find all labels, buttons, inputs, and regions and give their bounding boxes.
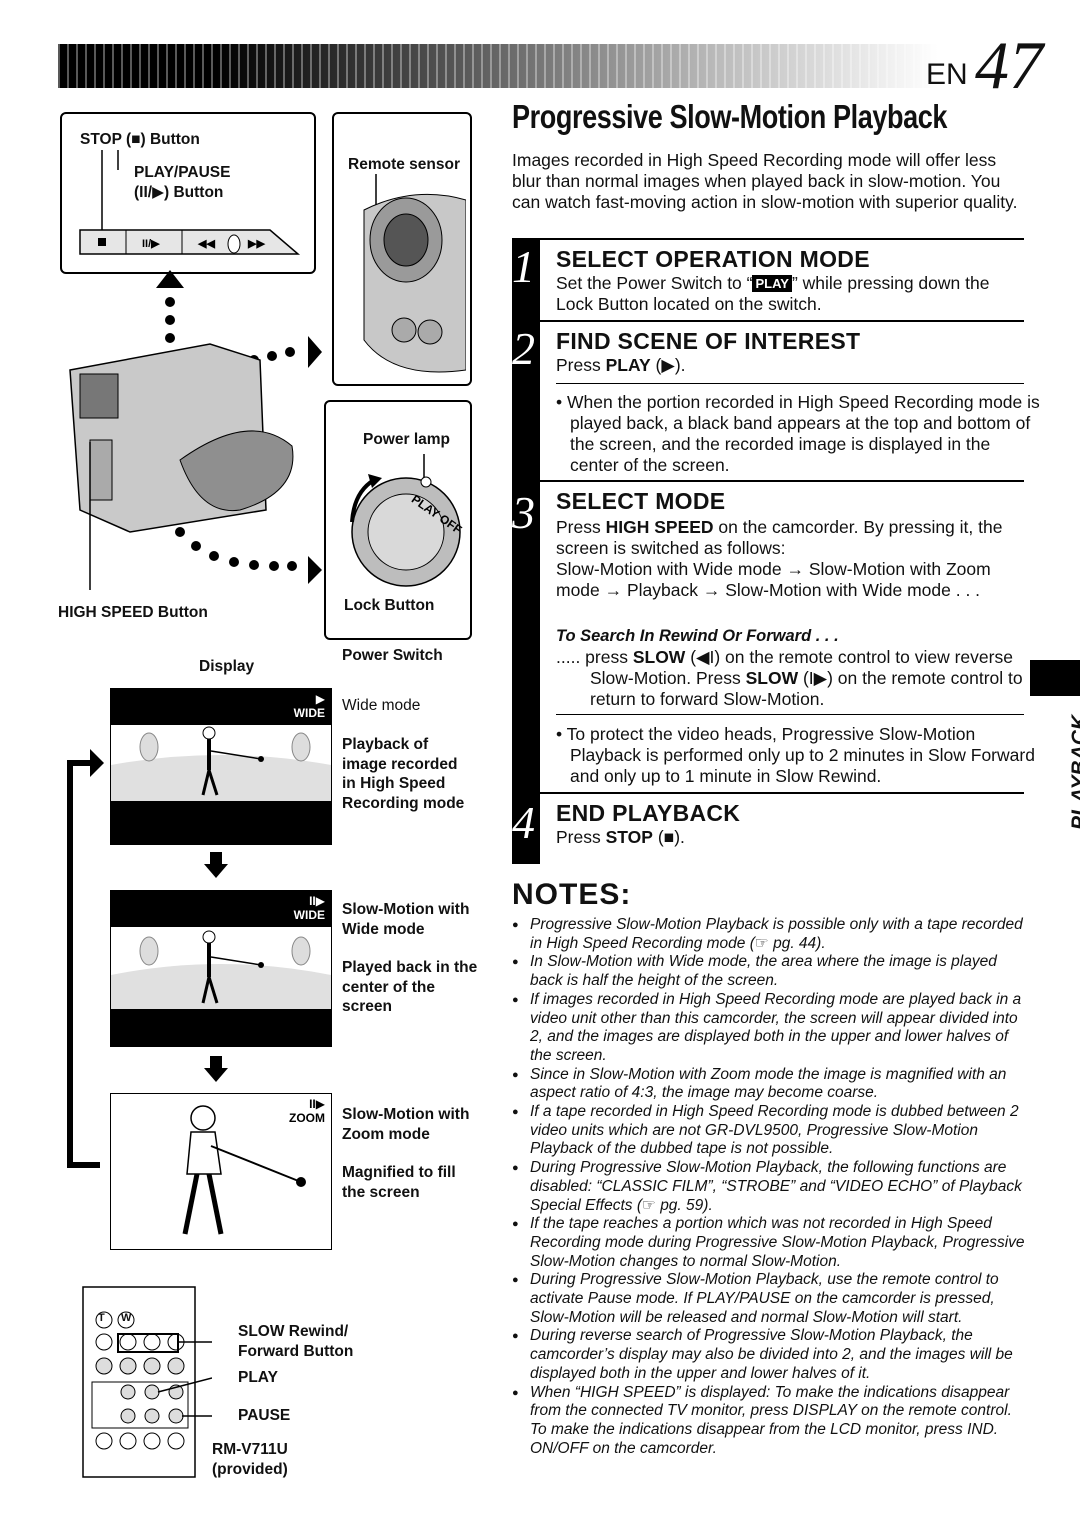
- step-subheading: To Search In Rewind Or Forward . . .: [556, 627, 839, 645]
- display-screen-slow-zoom: II▶ZOOM: [110, 1093, 332, 1250]
- note-item: In Slow-Motion with Wide mode, the area …: [512, 953, 1027, 990]
- step-text: Press HIGH SPEED on the camcorder. By pr…: [556, 517, 1003, 558]
- page-title: Progressive Slow-Motion Playback: [512, 98, 948, 135]
- up-arrow-icon: [156, 270, 184, 288]
- header-stripes: [58, 44, 938, 88]
- search-instructions: ..... press SLOW (◀I) on the remote cont…: [556, 647, 1023, 709]
- screen-caption-1: Playback of image recorded in High Speed…: [342, 736, 465, 812]
- step-heading: SELECT OPERATION MODE: [556, 246, 870, 272]
- section-tab-block: [1030, 660, 1080, 696]
- note-item: Since in Slow-Motion with Zoom mode the …: [512, 1066, 1027, 1103]
- step-number: 4: [512, 797, 535, 848]
- camcorder-lens-illustration: [363, 174, 466, 373]
- power-switch-callout: [324, 400, 472, 640]
- down-arrow-icon: [204, 1056, 228, 1082]
- mode-sequence: Slow-Motion with Wide mode → Slow-Motion…: [556, 559, 991, 600]
- screen-label-2: Slow-Motion with Wide mode: [342, 901, 470, 938]
- step-divider: [540, 320, 1024, 322]
- note-item: If a tape recorded in High Speed Recordi…: [512, 1103, 1027, 1159]
- button-panel-callout: [60, 112, 316, 274]
- note-item: Progressive Slow-Motion Playback is poss…: [512, 916, 1027, 953]
- screen-tag: II▶WIDE: [293, 894, 325, 922]
- step-text: Press PLAY (▶).: [556, 355, 686, 375]
- remote-sensor-label: Remote sensor: [348, 156, 460, 173]
- play-button-label: PLAY: [238, 1369, 278, 1386]
- screen-tag: II▶ZOOM: [289, 1097, 325, 1125]
- right-arrow-icon: [308, 556, 322, 584]
- slow-button-label: SLOW Rewind/ Forward Button: [238, 1323, 354, 1360]
- power-switch-label: Power Switch: [342, 647, 443, 664]
- remote-t-button: T: [98, 1312, 105, 1324]
- display-screen-wide: ▶WIDE: [110, 688, 332, 845]
- play-icon: ▶: [315, 692, 325, 706]
- page-number: 47: [975, 27, 1043, 103]
- header-gradient-bar: [58, 44, 938, 88]
- note-item: If images recorded in High Speed Recordi…: [512, 991, 1027, 1066]
- screen-label-3: Slow-Motion with Zoom mode: [342, 1106, 470, 1143]
- screen-caption-3: Magnified to fill the screen: [342, 1164, 456, 1201]
- divider: [556, 383, 1024, 384]
- pause-button-label: PAUSE: [238, 1407, 291, 1424]
- step-divider: [540, 238, 1024, 240]
- intro-paragraph: Images recorded in High Speed Recording …: [512, 150, 1018, 212]
- note-item: If the tape reaches a portion which was …: [512, 1215, 1027, 1271]
- step-heading: SELECT MODE: [556, 488, 726, 514]
- play-pause-label: PLAY/PAUSE: [134, 164, 231, 181]
- right-arrow-icon: [308, 336, 322, 368]
- remote-sensor-callout: [332, 112, 472, 386]
- step-text: Press STOP (■).: [556, 827, 685, 847]
- step-bullet: • To protect the video heads, Progressiv…: [556, 724, 1035, 786]
- step-sidebar: [512, 238, 540, 864]
- note-item: During Progressive Slow-Motion Playback,…: [512, 1159, 1027, 1215]
- page-prefix: EN: [926, 58, 968, 91]
- divider: [556, 714, 1024, 715]
- high-speed-button-label: HIGH SPEED Button: [58, 604, 208, 621]
- remote-control-illustration: [82, 1286, 212, 1478]
- section-tab-label: PLAYBACK: [1068, 714, 1080, 830]
- step-number: 3: [512, 487, 535, 538]
- return-arrow-bracket: [67, 749, 104, 1168]
- step-heading: FIND SCENE OF INTEREST: [556, 328, 861, 354]
- lock-button-label: Lock Button: [344, 597, 435, 614]
- screen-caption-2: Played back in the center of the screen: [342, 959, 478, 1015]
- display-label: Display: [199, 658, 255, 675]
- note-item: During reverse search of Progressive Slo…: [512, 1327, 1027, 1383]
- section-tab: PLAYBACK: [1028, 700, 1080, 830]
- power-lamp-label: Power lamp: [363, 431, 450, 448]
- play-mode-badge: PLAY: [752, 275, 792, 292]
- step-divider: [540, 792, 1024, 794]
- svg-text:◀◀: ◀◀: [197, 238, 215, 250]
- step-number: 1: [512, 241, 535, 292]
- svg-text:II/▶: II/▶: [142, 238, 160, 250]
- note-item: When “HIGH SPEED” is displayed: To make …: [512, 1384, 1027, 1459]
- slow-play-icon: II▶: [309, 894, 325, 908]
- stop-button-label: STOP (■) Button: [80, 131, 200, 148]
- notes-heading: NOTES:: [512, 878, 632, 911]
- svg-text:▶▶: ▶▶: [247, 238, 265, 250]
- step-divider: [540, 480, 1024, 482]
- notes-list: Progressive Slow-Motion Playback is poss…: [512, 916, 1027, 1458]
- note-item: During Progressive Slow-Motion Playback,…: [512, 1271, 1027, 1327]
- step-text: Set the Power Switch to “PLAY” while pre…: [556, 273, 990, 314]
- step-heading: END PLAYBACK: [556, 800, 741, 826]
- camcorder-buttons-illustration: II/▶ ◀◀ ▶▶: [79, 150, 301, 255]
- display-screen-slow-wide: II▶WIDE: [110, 890, 332, 1047]
- screen-label-1: Wide mode: [342, 697, 421, 714]
- step-number: 2: [512, 323, 535, 374]
- remote-w-button: W: [121, 1312, 132, 1324]
- step-bullet: • When the portion recorded in High Spee…: [556, 392, 1040, 475]
- camcorder-body-illustration: [69, 270, 322, 590]
- down-arrow-icon: [204, 852, 228, 878]
- remote-model-label: RM-V711U (provided): [212, 1441, 288, 1478]
- power-dial-illustration: PLAY OFF: [350, 454, 464, 587]
- screen-tag: ▶WIDE: [293, 692, 325, 720]
- play-pause-label-2: (II/▶) Button: [134, 184, 224, 201]
- slow-play-icon: II▶: [309, 1097, 325, 1111]
